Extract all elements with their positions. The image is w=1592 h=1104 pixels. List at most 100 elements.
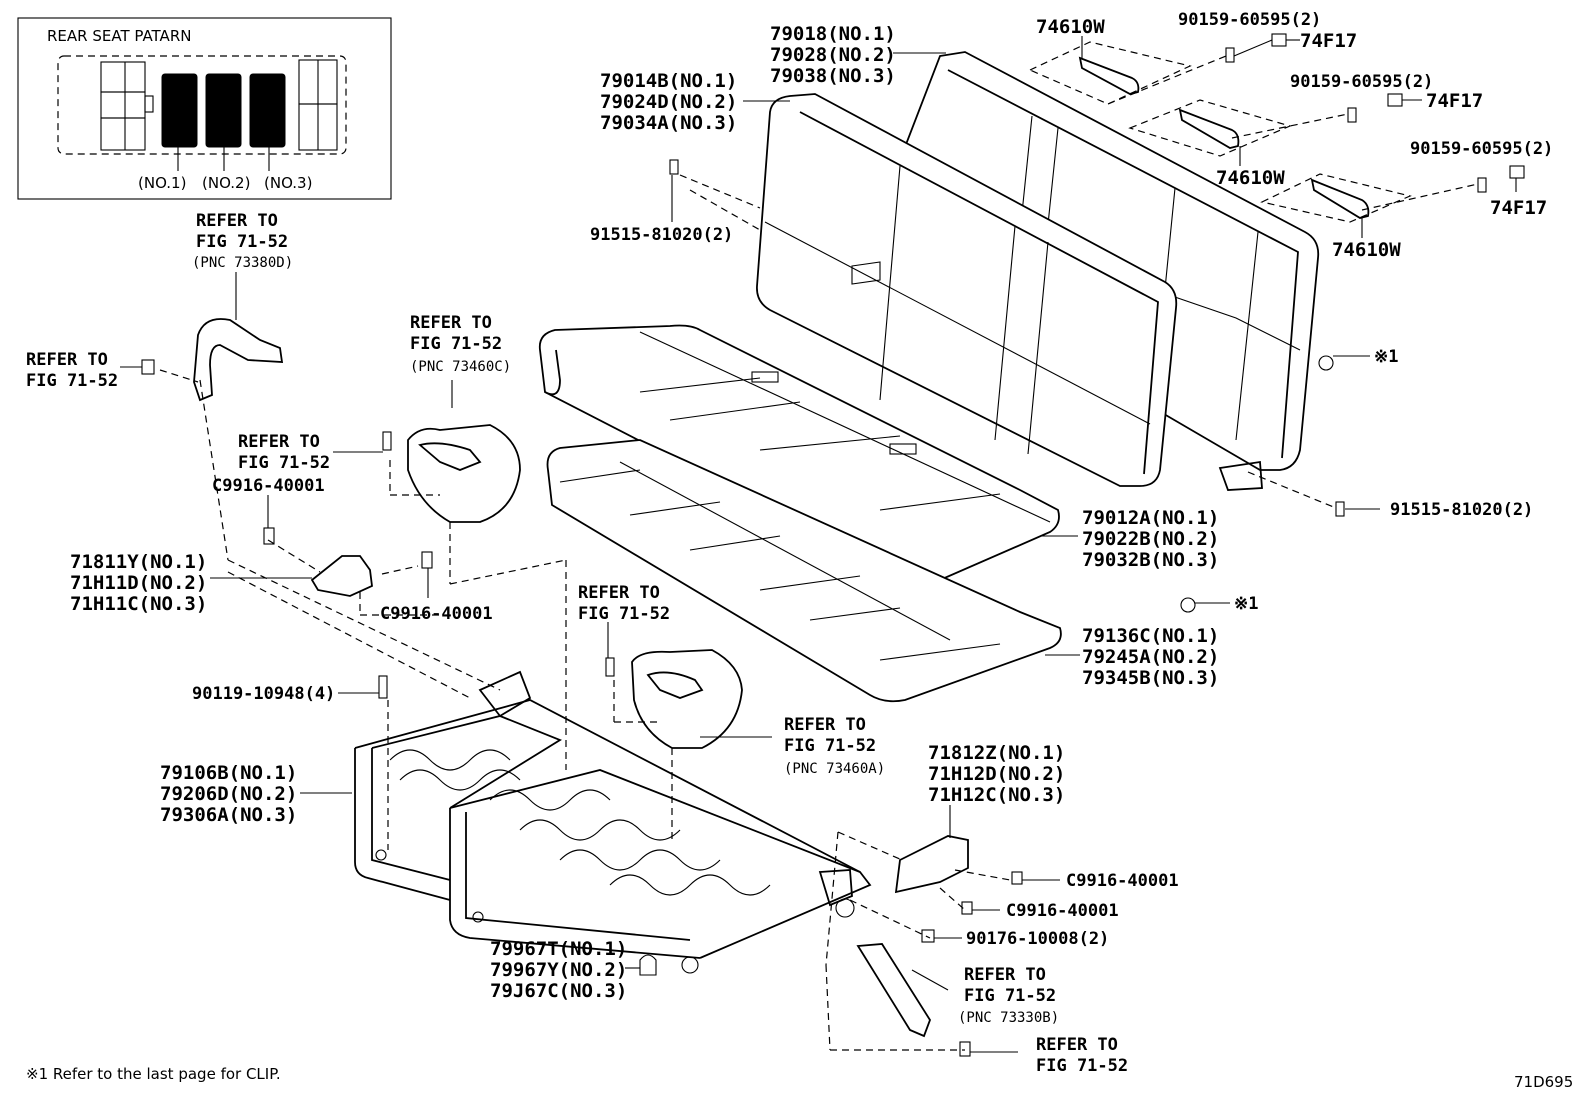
label-seatback-no2-1: 79018(NO.1) <box>770 23 896 45</box>
label-cushion-1: 79012A(NO.1) <box>1082 507 1219 529</box>
label-seatback-no1-1: 79014B(NO.1) <box>600 70 737 92</box>
label-refer-belt-mid-1: REFER TO <box>410 313 492 333</box>
label-refer-belt-center-1: REFER TO <box>784 715 866 735</box>
inset-right-seat <box>298 59 338 151</box>
label-cover-right-3: 71H12C(NO.3) <box>928 784 1065 806</box>
seat-cushion <box>538 324 1060 582</box>
label-bushing-1: 79967T(NO.1) <box>490 938 627 960</box>
label-cover-left-1: 71811Y(NO.1) <box>70 551 207 573</box>
clip-icon-1 <box>1318 355 1334 371</box>
footnote-text: ※1 Refer to the last page for CLIP. <box>26 1065 281 1083</box>
inset-label-no3: (NO.3) <box>264 174 312 192</box>
label-nut-2: 74F17 <box>1426 90 1483 112</box>
label-refer-left-bolt-1: REFER TO <box>26 350 108 370</box>
label-refer-belt-top-3: (PNC 73380D) <box>192 255 293 271</box>
label-pad-2: 79245A(NO.2) <box>1082 646 1219 668</box>
hinge-right <box>1310 178 1370 219</box>
inset-frame <box>17 17 392 200</box>
label-refer-belt-bottom-2: FIG 71-52 <box>964 986 1056 1006</box>
label-hinge-right: 74610W <box>1332 239 1401 261</box>
front-seatback <box>756 93 1178 487</box>
seat-frame <box>354 670 872 974</box>
label-cover-right-1: 71812Z(NO.1) <box>928 742 1065 764</box>
label-nut-1: 74F17 <box>1300 30 1357 52</box>
label-nut-3: 74F17 <box>1490 197 1547 219</box>
screws-and-nuts <box>669 33 1525 517</box>
label-refer-belt-mid-3: (PNC 73460C) <box>410 359 511 375</box>
dashed-guides-lower <box>159 369 1011 1051</box>
label-refer-bolt-center-1: REFER TO <box>578 583 660 603</box>
label-bushing-3: 79J67C(NO.3) <box>490 980 627 1002</box>
cover-right <box>894 835 969 894</box>
label-seatback-no2-3: 79038(NO.3) <box>770 65 896 87</box>
label-c9916-c: C9916-40001 <box>1066 871 1179 891</box>
inset-label-no1: (NO.1) <box>138 174 186 192</box>
diagram-code: 71D695 <box>1514 1073 1573 1091</box>
label-screw-1: 90159-60595(2) <box>1178 10 1321 30</box>
label-pad-3: 79345B(NO.3) <box>1082 667 1219 689</box>
label-cushion-3: 79032B(NO.3) <box>1082 549 1219 571</box>
inset-label-no2: (NO.2) <box>202 174 250 192</box>
label-bolt-top: 91515-81020(2) <box>590 225 733 245</box>
label-seatback-no1-2: 79024D(NO.2) <box>600 91 737 113</box>
callout-texts: 79018(NO.1) 79028(NO.2) 79038(NO.3) 7901… <box>26 10 1573 1091</box>
cushion-pad <box>546 439 1062 703</box>
label-bolt-right: 91515-81020(2) <box>1390 500 1533 520</box>
label-refer-belt-bottom-1: REFER TO <box>964 965 1046 985</box>
label-seatback-no1-3: 79034A(NO.3) <box>600 112 737 134</box>
label-frame-1: 79106B(NO.1) <box>160 762 297 784</box>
hinge-top-left <box>1078 56 1140 95</box>
inset-seat-no3 <box>249 73 286 148</box>
label-refer-belt-bottom-3: (PNC 73330B) <box>958 1010 1059 1026</box>
inset-seat-no2 <box>205 73 242 148</box>
label-screw-3: 90159-60595(2) <box>1410 139 1553 159</box>
label-refer-bottom-bolt-2: FIG 71-52 <box>1036 1056 1128 1076</box>
label-clip-1: ※1 <box>1374 347 1398 367</box>
inset-seat-no1 <box>161 73 198 148</box>
label-cover-left-3: 71H11C(NO.3) <box>70 593 207 615</box>
label-c9916-a: C9916-40001 <box>212 476 325 496</box>
label-seatback-no2-2: 79028(NO.2) <box>770 44 896 66</box>
inset-title: REAR SEAT PATARN <box>47 27 191 45</box>
label-bushing-2: 79967Y(NO.2) <box>490 959 627 981</box>
label-refer-bolt-mid-2: FIG 71-52 <box>238 453 330 473</box>
label-clip-2: ※1 <box>1234 594 1258 614</box>
label-bolt-90119: 90119-10948(4) <box>192 684 335 704</box>
label-refer-bolt-center-2: FIG 71-52 <box>578 604 670 624</box>
label-refer-belt-top-2: FIG 71-52 <box>196 232 288 252</box>
seat-pattern-inset: REAR SEAT PATARN (NO.1) (NO.2) (NO.3) <box>17 17 392 200</box>
label-refer-left-bolt-2: FIG 71-52 <box>26 371 118 391</box>
inset-left-seat <box>100 61 154 151</box>
inset-dashed-outline <box>57 55 347 155</box>
label-refer-belt-mid-2: FIG 71-52 <box>410 334 502 354</box>
label-refer-belt-top-1: REFER TO <box>196 211 278 231</box>
seatbelt-mid <box>407 424 521 523</box>
clip-icon-2 <box>1180 597 1196 613</box>
label-pad-1: 79136C(NO.1) <box>1082 625 1219 647</box>
label-frame-3: 79306A(NO.3) <box>160 804 297 826</box>
label-cushion-2: 79022B(NO.2) <box>1082 528 1219 550</box>
cover-left <box>310 555 373 597</box>
leader-lines <box>120 36 1517 1053</box>
label-screw-2: 90159-60595(2) <box>1290 72 1433 92</box>
seatbelt-bottom <box>856 943 931 1038</box>
label-hinge-mid: 74610W <box>1216 167 1285 189</box>
seatbelt-center <box>631 649 743 749</box>
label-c9916-d: C9916-40001 <box>1006 901 1119 921</box>
label-cover-left-2: 71H11D(NO.2) <box>70 572 207 594</box>
small-fasteners <box>141 359 1023 1057</box>
label-c9916-b: C9916-40001 <box>380 604 493 624</box>
label-cover-right-2: 71H12D(NO.2) <box>928 763 1065 785</box>
label-refer-belt-center-2: FIG 71-52 <box>784 736 876 756</box>
label-refer-bolt-mid-1: REFER TO <box>238 432 320 452</box>
label-hinge-top: 74610W <box>1036 16 1105 38</box>
hinge-mid <box>1178 108 1240 149</box>
label-refer-belt-center-3: (PNC 73460A) <box>784 761 885 777</box>
label-nut-90176: 90176-10008(2) <box>966 929 1109 949</box>
seatbelt-top <box>193 318 284 402</box>
label-refer-bottom-bolt-1: REFER TO <box>1036 1035 1118 1055</box>
label-frame-2: 79206D(NO.2) <box>160 783 297 805</box>
dashed-guides-upper <box>679 41 1479 509</box>
